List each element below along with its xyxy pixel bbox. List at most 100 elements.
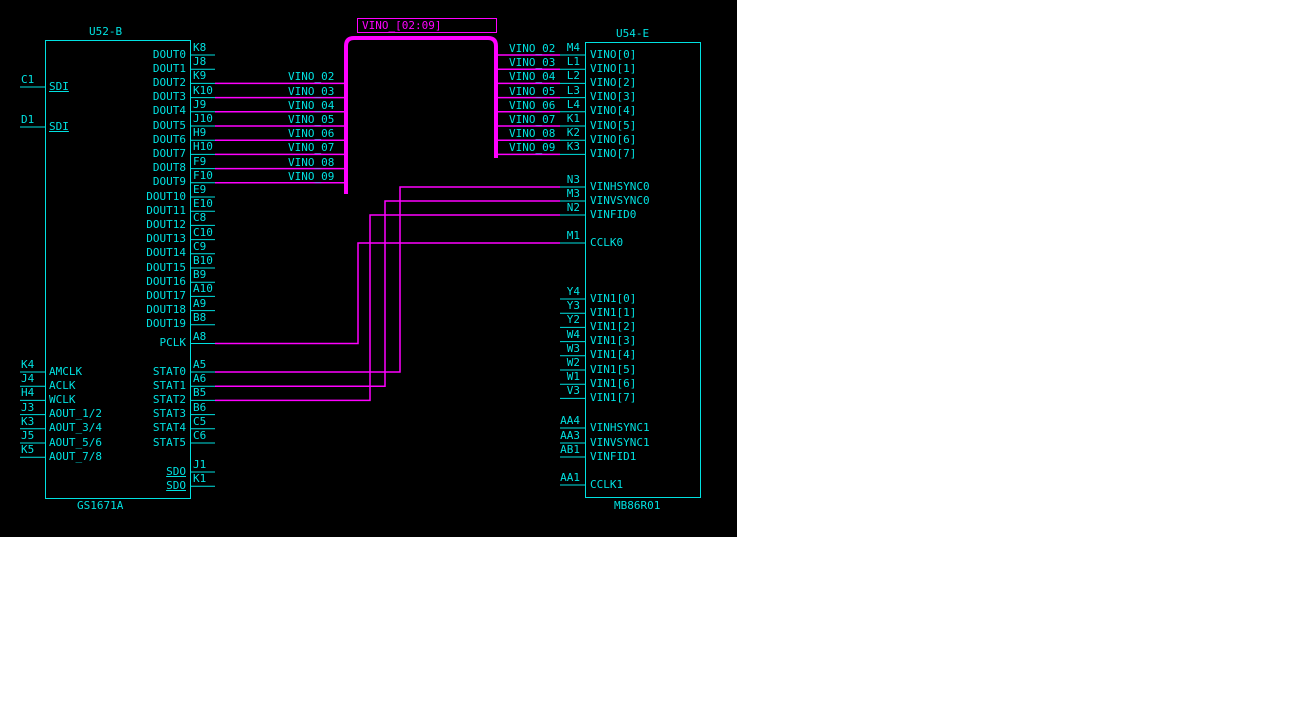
pin-number[interactable]: B10: [193, 254, 213, 267]
pin-number[interactable]: E10: [193, 197, 213, 211]
pin-label[interactable]: VINHSYNC0: [590, 179, 650, 193]
pin-number[interactable]: A9: [193, 296, 207, 310]
pin-label[interactable]: STAT1: [152, 378, 186, 392]
pin-label[interactable]: VINO[0]: [590, 47, 637, 61]
pin-label[interactable]: VINHSYNC1: [590, 420, 650, 434]
bus-name-label[interactable]: VINO_[02:09]: [357, 18, 497, 33]
pin-number[interactable]: K5: [21, 443, 35, 457]
pin-label[interactable]: VIN1[6]: [590, 376, 637, 390]
pin-label[interactable]: DOUT14: [146, 246, 186, 260]
pin-number[interactable]: E9: [193, 183, 207, 196]
bus-wire[interactable]: [344, 36, 498, 194]
pin-label[interactable]: SDI: [49, 79, 69, 93]
pin-label[interactable]: VIN1[1]: [590, 305, 637, 319]
pin-label[interactable]: DOUT2: [152, 75, 186, 89]
pin-number[interactable]: K3: [21, 414, 35, 428]
signal-wire[interactable]: [215, 214, 560, 402]
u54-refdes[interactable]: U54-E: [616, 27, 650, 40]
pin-number[interactable]: J8: [193, 55, 207, 69]
pin-number[interactable]: H4: [21, 386, 35, 400]
pin-number[interactable]: M3: [566, 187, 580, 200]
pin-number[interactable]: J9: [193, 97, 207, 111]
pin-number[interactable]: K9: [193, 69, 207, 83]
pin-label[interactable]: VINVSYNC0: [590, 193, 650, 207]
pin-number[interactable]: B8: [193, 310, 207, 324]
pin-label[interactable]: VINO[2]: [590, 75, 637, 89]
net-label[interactable]: VINO_03: [288, 84, 335, 98]
net-label[interactable]: VINO_02: [288, 70, 335, 84]
pin-label[interactable]: ACLK: [49, 378, 76, 392]
net-label[interactable]: VINO_02: [509, 42, 556, 55]
pin-number[interactable]: Y4: [566, 285, 580, 298]
pin-number[interactable]: M1: [566, 229, 580, 242]
pin-number[interactable]: L1: [566, 55, 580, 69]
u52-partname[interactable]: GS1671A: [77, 499, 124, 512]
pin-label[interactable]: STAT3: [152, 407, 186, 421]
pin-label[interactable]: DOUT3: [152, 90, 186, 104]
pin-label[interactable]: VINFID0: [590, 207, 637, 221]
pin-number[interactable]: J4: [21, 372, 35, 386]
pin-label[interactable]: DOUT7: [152, 146, 186, 160]
pin-number[interactable]: AA1: [560, 471, 580, 484]
pin-label[interactable]: DOUT19: [146, 317, 186, 331]
pin-label[interactable]: WCLK: [49, 392, 76, 406]
pin-label[interactable]: AOUT_1/2: [49, 407, 102, 421]
pin-label[interactable]: VINO[1]: [590, 61, 637, 75]
pin-number[interactable]: M4: [566, 41, 580, 54]
pin-number[interactable]: F10: [193, 168, 213, 182]
pin-number[interactable]: B9: [193, 268, 207, 282]
pin-label[interactable]: DOUT12: [146, 217, 186, 231]
pin-label[interactable]: DOUT18: [146, 303, 186, 317]
pin-number[interactable]: K2: [566, 126, 580, 140]
pin-number[interactable]: L4: [566, 97, 580, 111]
pin-label[interactable]: DOUT17: [146, 288, 186, 302]
pin-label[interactable]: STAT2: [152, 392, 186, 406]
pin-label[interactable]: DOUT8: [152, 161, 186, 175]
pin-number[interactable]: L3: [566, 83, 580, 97]
pin-label[interactable]: CCLK0: [590, 235, 624, 249]
pin-number[interactable]: J3: [21, 400, 35, 414]
pin-label[interactable]: SDO: [166, 464, 186, 478]
pin-label[interactable]: CCLK1: [590, 477, 624, 491]
u52-refdes[interactable]: U52-B: [89, 25, 123, 38]
pin-number[interactable]: AB1: [560, 443, 580, 456]
pin-label[interactable]: DOUT16: [146, 274, 186, 288]
u52-body[interactable]: [45, 40, 191, 499]
pin-label[interactable]: VIN1[2]: [590, 319, 637, 333]
pin-number[interactable]: A5: [193, 358, 207, 371]
pin-label[interactable]: VINO[4]: [590, 104, 637, 118]
pin-label[interactable]: VINFID1: [590, 449, 637, 463]
pin-label[interactable]: VINO[6]: [590, 132, 637, 146]
net-label[interactable]: VINO_04: [288, 98, 335, 112]
net-label[interactable]: VINO_06: [288, 127, 335, 141]
pin-number[interactable]: N3: [566, 173, 580, 186]
pin-number[interactable]: Y3: [566, 299, 580, 313]
pin-label[interactable]: AMCLK: [49, 364, 83, 378]
pin-number[interactable]: AA3: [560, 429, 580, 442]
net-label[interactable]: VINO_05: [509, 84, 556, 98]
pin-number[interactable]: L2: [566, 69, 580, 83]
pin-number[interactable]: AA4: [560, 414, 580, 427]
pin-number[interactable]: B6: [193, 400, 207, 414]
pin-label[interactable]: VINVSYNC1: [590, 435, 650, 449]
u54-partname[interactable]: MB86R01: [614, 499, 661, 512]
pin-number[interactable]: B5: [193, 386, 207, 400]
pin-number[interactable]: J1: [193, 458, 207, 471]
pin-number[interactable]: C5: [193, 414, 207, 428]
signal-wire[interactable]: [215, 242, 560, 345]
pin-number[interactable]: N2: [566, 201, 580, 214]
net-label[interactable]: VINO_09: [288, 169, 335, 183]
pin-number[interactable]: K4: [21, 358, 35, 371]
pin-number[interactable]: W2: [566, 356, 580, 369]
pin-label[interactable]: DOUT6: [152, 132, 186, 146]
net-label[interactable]: VINO_07: [288, 141, 335, 155]
pin-number[interactable]: C6: [193, 429, 207, 442]
pin-label[interactable]: STAT0: [152, 364, 186, 378]
pin-number[interactable]: C9: [193, 239, 207, 253]
pin-label[interactable]: DOUT1: [152, 61, 186, 75]
pin-number[interactable]: F9: [193, 154, 207, 168]
pin-number[interactable]: A10: [193, 282, 213, 296]
net-label[interactable]: VINO_05: [288, 113, 335, 126]
pin-label[interactable]: DOUT11: [146, 203, 186, 217]
pin-label[interactable]: DOUT4: [152, 104, 186, 118]
